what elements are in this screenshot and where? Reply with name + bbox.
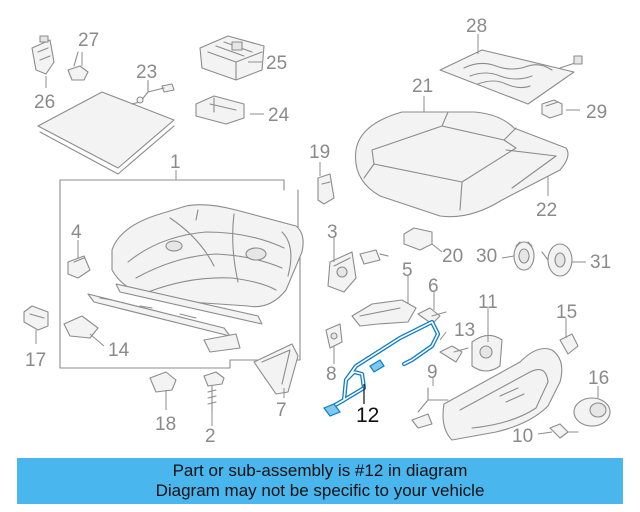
callout-14: 14: [108, 340, 130, 361]
parts-diagram: 1 2 3 4 5 6 7 8 9 10 11 12 13 14 15 16 1…: [23, 16, 611, 447]
callout-28: 28: [466, 16, 487, 37]
callout-27: 27: [78, 30, 99, 51]
callout-17: 17: [25, 350, 46, 371]
part-29-connector: [541, 99, 563, 119]
callout-18: 18: [155, 414, 176, 435]
callout-7: 7: [276, 400, 287, 421]
part-30-knob: [513, 241, 535, 271]
part-19-clip: [317, 173, 335, 205]
callout-5: 5: [402, 260, 413, 281]
callout-26: 26: [34, 92, 55, 113]
part-18-clip: [149, 371, 177, 393]
part-4-cap: [67, 255, 91, 279]
callout-1: 1: [170, 152, 181, 173]
part-25-module: [199, 35, 265, 81]
callout-21: 21: [412, 76, 433, 97]
part-13-bolt: [439, 345, 469, 363]
callout-22: 22: [536, 200, 557, 221]
callout-25: 25: [266, 53, 287, 74]
callout-13: 13: [454, 320, 475, 341]
callout-6: 6: [428, 276, 439, 297]
callout-3: 3: [327, 222, 338, 243]
part-10-screw: [549, 423, 579, 439]
callout-31: 31: [590, 252, 611, 273]
callout-15: 15: [556, 302, 577, 323]
part-16-cap: [573, 397, 611, 427]
part-2-bolt: [203, 371, 225, 413]
callout-8: 8: [326, 364, 337, 385]
part-3-recliner: [327, 251, 357, 293]
part-31-knob: [541, 243, 573, 277]
part-9-side-shield: [411, 347, 563, 441]
part-12-cable-highlighted: [323, 319, 441, 417]
part-28-heater: [439, 49, 583, 105]
callout-20: 20: [442, 246, 463, 267]
callout-10: 10: [512, 426, 533, 447]
part-8-plate: [325, 323, 343, 349]
part-15-clip: [559, 333, 579, 355]
part-21-cushion: [354, 111, 569, 218]
info-banner: Part or sub-assembly is #12 in diagram D…: [17, 458, 623, 504]
part-17-clip: [23, 305, 49, 331]
leader-lines: [35, 34, 599, 435]
part-7-trim: [253, 343, 299, 395]
part-27-bolt: [67, 51, 89, 81]
callout-16: 16: [588, 368, 609, 389]
callout-29: 29: [586, 102, 607, 123]
part-5-bracket: [351, 299, 417, 327]
part-26-bracket: [31, 35, 55, 75]
part-3-bolt: [359, 249, 389, 265]
seat-mat: [37, 91, 175, 175]
callout-11: 11: [478, 292, 498, 313]
callout-12: 12: [356, 404, 379, 427]
part-20-cap: [403, 227, 433, 251]
banner-line-part: Part or sub-assembly is #12 in diagram: [172, 461, 468, 480]
callout-labels: 1 2 3 4 5 6 7 8 9 10 11 12 13 14 15 16 1…: [25, 16, 611, 447]
callout-2: 2: [205, 426, 216, 447]
callout-23: 23: [136, 62, 157, 83]
callout-4: 4: [71, 222, 82, 243]
part-23-sensor: [131, 81, 175, 105]
part-24-module: [195, 95, 245, 125]
part-1-seat-frame: [87, 204, 304, 353]
callout-24: 24: [268, 105, 290, 126]
part-11-plate: [471, 334, 503, 372]
callout-30: 30: [476, 246, 497, 267]
part-14-cover: [63, 315, 99, 339]
part-6-bolt: [417, 307, 447, 325]
banner-line-disclaimer: Diagram may not be specific to your vehi…: [155, 481, 485, 500]
callout-9: 9: [427, 362, 438, 383]
callout-19: 19: [309, 142, 330, 163]
